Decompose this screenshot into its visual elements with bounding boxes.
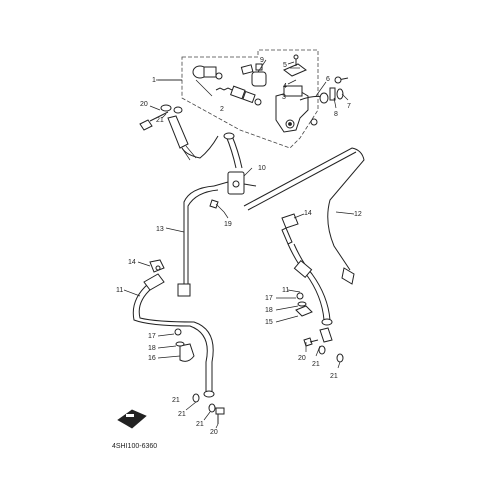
callout-21-upper: 21 [156, 117, 164, 124]
callout-18-right: 18 [265, 307, 273, 314]
caution-label [117, 409, 147, 429]
callout-11-right: 11 [282, 287, 289, 294]
callout-5: 5 [283, 62, 287, 69]
callout-14-left: 14 [128, 259, 136, 266]
callout-2: 2 [220, 106, 224, 113]
callout-14-right: 14 [304, 210, 312, 217]
brake-joint [209, 171, 257, 213]
callout-12: 12 [354, 211, 362, 218]
upper-brake-hose [167, 115, 243, 169]
right-hose-bracket [281, 213, 299, 245]
piston-kit [192, 64, 262, 106]
upper-union-bolt [139, 104, 183, 131]
callout-21-lower-b: 21 [196, 421, 204, 428]
callout-13: 13 [156, 226, 164, 233]
callout-16: 16 [148, 355, 156, 362]
figure-code: 4SHI100-6360 [112, 443, 157, 450]
callout-21-lower-c: 21 [172, 397, 180, 404]
master-cylinder-body [275, 85, 329, 133]
callout-1: 1 [152, 77, 156, 84]
callout-numbers: 1 2 3 4 5 6 7 8 9 10 11 11 12 13 14 14 1… [116, 57, 362, 436]
callout-18-left: 18 [148, 345, 156, 352]
callout-11-left: 11 [116, 287, 123, 294]
right-brake-hose [287, 243, 333, 343]
callout-21-right-a: 21 [312, 361, 320, 368]
callout-21-right-b: 21 [330, 373, 338, 380]
master-cylinder-assembly [156, 49, 349, 149]
reservoir-cap [251, 63, 267, 87]
callout-21-lower-a: 21 [178, 411, 186, 418]
callout-6: 6 [326, 76, 330, 83]
callout-10: 10 [258, 165, 266, 172]
right-brake-pipe [243, 147, 365, 285]
callout-15: 15 [265, 319, 273, 326]
clamp-bolts [310, 76, 349, 126]
left-lower-fasteners [192, 393, 225, 424]
callout-7: 7 [347, 103, 351, 110]
left-hose-bracket [149, 259, 165, 273]
callout-4: 4 [283, 83, 287, 90]
right-lower-fasteners [296, 292, 344, 363]
callout-17-left: 17 [148, 333, 156, 340]
callout-20-lower: 20 [210, 429, 218, 436]
callout-3: 3 [282, 94, 286, 101]
callout-8: 8 [334, 111, 338, 118]
left-brake-pipe [177, 185, 219, 297]
callout-20-upper: 20 [140, 101, 148, 108]
callout-17-right: 17 [265, 295, 273, 302]
callout-20-right: 20 [298, 355, 306, 362]
diaphragm-plate [283, 54, 307, 77]
left-brake-hose [132, 273, 215, 398]
callout-19: 19 [224, 221, 232, 228]
leader-lines [123, 59, 355, 429]
callout-9: 9 [260, 57, 264, 64]
